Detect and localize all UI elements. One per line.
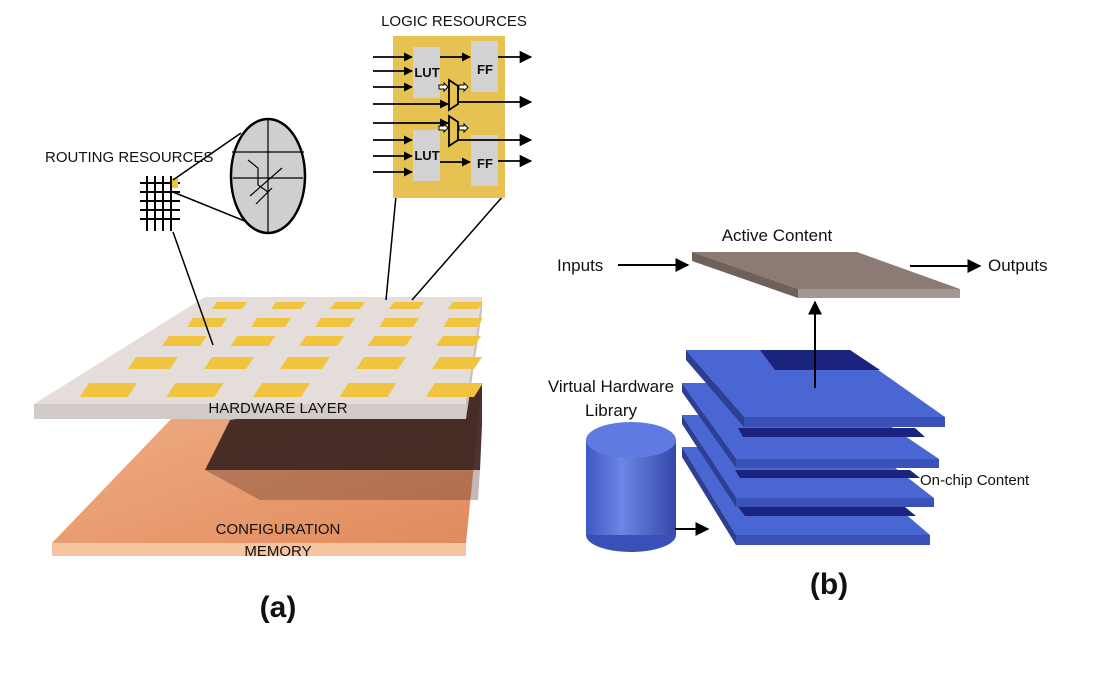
logic-cell	[271, 302, 306, 309]
logic-cell	[187, 318, 227, 327]
logic-cell	[280, 357, 330, 369]
logic-cell-grid	[80, 302, 483, 397]
logic-cell	[330, 302, 365, 309]
logic-cell	[80, 383, 137, 397]
configuration-memory-label-line1: CONFIGURATION	[216, 521, 341, 538]
active-content-layer	[692, 252, 960, 298]
panel-b: Active Content Inputs Outputs Virtual Ha…	[548, 226, 1048, 601]
configuration-memory-layer	[52, 385, 482, 556]
logic-cell	[166, 383, 224, 397]
caption-a: (a)	[260, 591, 297, 624]
logic-cell	[128, 357, 178, 369]
panel-a: LUT LUT FF FF LOGIC RESOURCES ROUTING RE…	[34, 13, 533, 624]
logic-cell	[315, 318, 355, 327]
logic-resources-label: LOGIC RESOURCES	[381, 13, 527, 30]
outputs-label: Outputs	[988, 256, 1048, 275]
logic-resources-block: LUT LUT FF FF	[373, 36, 533, 301]
logic-cell	[162, 336, 207, 346]
logic-cell	[432, 357, 482, 369]
logic-cell	[367, 336, 413, 346]
logic-cell	[389, 302, 424, 309]
configuration-memory-label-line2: MEMORY	[244, 543, 311, 560]
library-label-line1: Virtual Hardware	[548, 377, 674, 396]
logic-cell	[299, 336, 344, 346]
active-content-label: Active Content	[722, 226, 833, 245]
logic-cell	[212, 302, 247, 309]
logic-cell	[230, 336, 276, 346]
inputs-label: Inputs	[557, 256, 603, 275]
logic-cell	[443, 318, 483, 327]
lut-bottom-label: LUT	[414, 148, 439, 163]
logic-cell	[436, 336, 481, 346]
logic-cell	[356, 357, 406, 369]
logic-cell	[339, 383, 397, 397]
virtual-hardware-library-cylinder	[586, 422, 676, 552]
lut-bottom-box	[413, 130, 440, 181]
ff-top-box	[471, 41, 498, 92]
lut-top-label: LUT	[414, 65, 439, 80]
lut-top-box	[413, 47, 440, 98]
routing-resources-label: ROUTING RESOURCES	[45, 149, 213, 166]
mux-top	[448, 78, 459, 112]
logic-cell	[253, 383, 310, 397]
library-label-line2: Library	[585, 401, 637, 420]
logic-cell	[448, 302, 483, 309]
logic-cell	[426, 383, 483, 397]
logic-cell	[251, 318, 291, 327]
on-chip-content-stack	[682, 350, 945, 545]
hardware-layer	[34, 297, 483, 419]
caption-b: (b)	[810, 568, 848, 601]
ff-bottom-label: FF	[477, 156, 493, 171]
mux-bottom	[448, 114, 459, 148]
ff-bottom-box	[471, 135, 498, 186]
routing-resources	[140, 117, 307, 346]
on-chip-content-label: On-chip Content	[920, 472, 1030, 489]
hardware-layer-label: HARDWARE LAYER	[208, 400, 347, 417]
logic-cell	[204, 357, 254, 369]
ff-top-label: FF	[477, 62, 493, 77]
logic-cell	[379, 318, 419, 327]
